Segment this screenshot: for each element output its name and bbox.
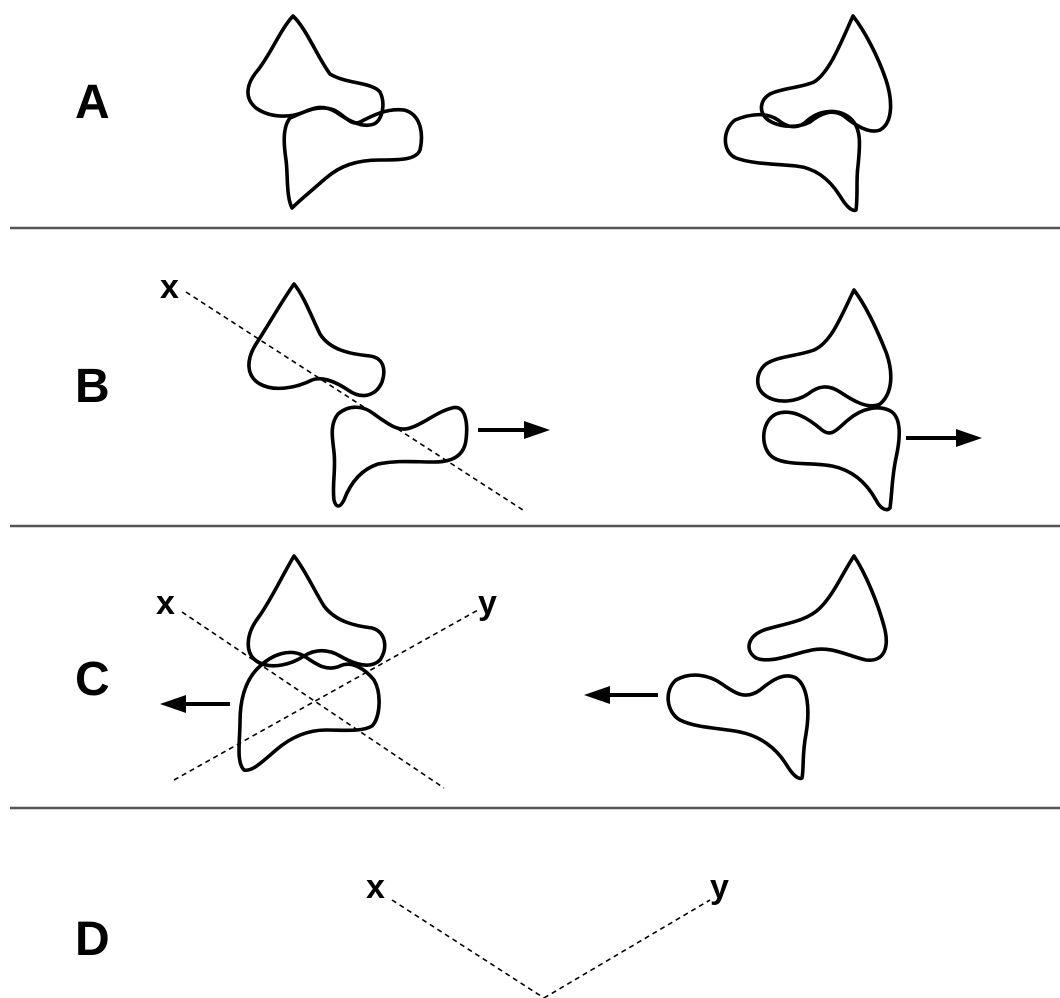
row-label-d: D xyxy=(75,913,110,966)
row-d-axis-y xyxy=(543,899,711,998)
row-label-b: B xyxy=(75,360,110,413)
row-b-axis-x-label: x xyxy=(160,268,179,306)
row-b-left-arrowhead xyxy=(524,421,550,439)
row-a-left-lower-bone xyxy=(282,106,424,210)
row-b-axis-x xyxy=(185,291,527,513)
row-c-left-lower-bone xyxy=(237,650,381,773)
row-b-right-arrowhead xyxy=(956,429,982,447)
row-b-right-lower-bone xyxy=(761,406,902,512)
row-a-right-lower-bone xyxy=(723,109,862,213)
row-d-axis-x-label: x xyxy=(366,868,385,906)
row-b-right-joint xyxy=(755,288,902,512)
row-c-axis-y-label: y xyxy=(478,584,497,622)
row-c-axis-x-label: x xyxy=(156,584,175,622)
row-a-left-joint xyxy=(246,14,424,210)
row-c-right-joint xyxy=(666,554,889,781)
row-a-right-upper-bone xyxy=(759,14,893,133)
row-b-left-joint xyxy=(247,282,469,508)
row-d-axis-x xyxy=(391,899,545,998)
row-c-left-arrowhead xyxy=(160,695,186,713)
row-c-axis-y xyxy=(173,609,479,781)
row-label-c: C xyxy=(75,653,110,706)
row-c-right-arrowhead xyxy=(584,686,610,704)
row-b-left-upper-bone xyxy=(247,282,386,398)
row-c-right-arrow xyxy=(584,686,658,704)
row-d-axis-y-label: y xyxy=(710,868,729,906)
row-c-left-upper-bone xyxy=(246,554,387,668)
row-c-axis-x xyxy=(181,611,445,789)
row-c-left-joint xyxy=(237,554,387,773)
row-b-left-arrow xyxy=(478,421,550,439)
row-c-left-arrow xyxy=(160,695,230,713)
row-b-right-arrow xyxy=(906,429,982,447)
row-b-right-upper-bone xyxy=(755,288,893,408)
row-a-right-joint xyxy=(723,14,893,213)
row-b-left-lower-bone xyxy=(330,405,469,508)
row-label-a: A xyxy=(75,76,110,129)
row-c-right-lower-bone xyxy=(666,673,810,781)
row-c-right-upper-bone xyxy=(747,554,889,662)
